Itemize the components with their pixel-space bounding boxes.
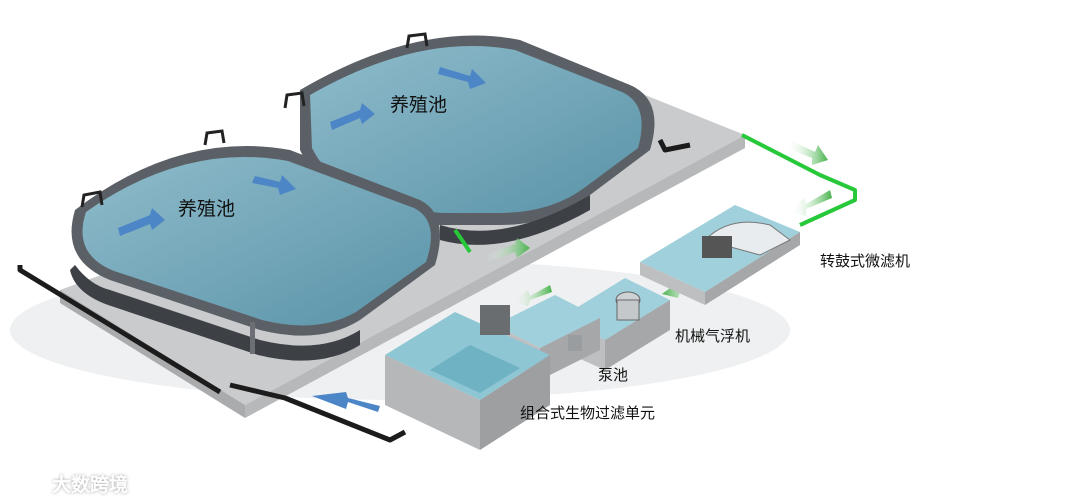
label-pump-pool: 泵池 [598, 364, 628, 385]
label-drum-filter: 转鼓式微滤机 [820, 250, 910, 271]
label-air-flotation: 机械气浮机 [675, 325, 750, 346]
watermark-logo-icon [10, 473, 46, 495]
label-culture-pool-1: 养殖池 [178, 194, 235, 221]
watermark-text: 大数跨境 [52, 470, 128, 497]
label-bio-filter: 组合式生物过滤单元 [520, 402, 655, 423]
label-culture-pool-2: 养殖池 [390, 90, 447, 117]
watermark: 大数跨境 [10, 470, 128, 497]
